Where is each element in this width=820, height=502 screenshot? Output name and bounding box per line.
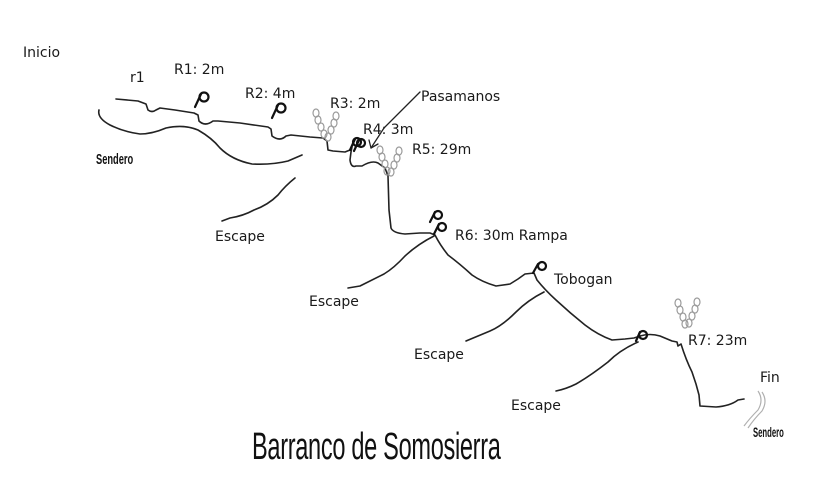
chain-anchor-icon-r3	[312, 108, 340, 142]
rappel-label-r2: R2: 4m	[245, 86, 296, 102]
piton-icon-r2	[270, 102, 287, 120]
trail-label-start: Sendero	[96, 151, 134, 168]
escape-path-1	[221, 177, 296, 222]
rappel-label-r7: R7: 23m	[688, 333, 748, 349]
escape-path-3	[465, 291, 545, 342]
end-label: Fin	[760, 370, 780, 386]
canyon-main-path	[115, 98, 745, 408]
rappel-label-r4: R4: 3m	[363, 122, 414, 138]
rappel-label-r1: R1: 2m	[174, 62, 225, 78]
trail-path-end	[743, 390, 766, 429]
escape-label-4: Escape	[511, 398, 561, 414]
chain-anchor-icon-r5	[376, 145, 403, 177]
pasamanos-arrowhead	[368, 139, 379, 149]
piton-icon-r7-approach	[634, 329, 649, 343]
rappel-label-r5: R5: 29m	[412, 142, 472, 158]
double-piton-icon-r4	[348, 136, 367, 153]
feature-label-tobogan: Tobogan	[554, 272, 613, 288]
double-piton-icon-r6	[428, 209, 448, 236]
escape-path-2	[347, 235, 435, 289]
escape-label-2: Escape	[309, 294, 359, 310]
start-label: Inicio	[23, 45, 61, 61]
rappel-label-r3: R3: 2m	[330, 96, 381, 112]
trail-label-end: Sendero	[753, 424, 784, 440]
feature-label-pasamanos: Pasamanos	[421, 89, 501, 105]
pasamanos-arrow-line	[370, 91, 421, 149]
chain-anchor-icon-r7	[674, 297, 701, 329]
escape-path-4	[555, 341, 639, 392]
rappel-label-r6: R6: 30m Rampa	[455, 228, 568, 244]
piton-icon-r1	[193, 91, 210, 109]
trail-path-start	[97, 109, 303, 165]
rappel-label-r1-small: r1	[130, 70, 145, 86]
escape-label-1: Escape	[215, 229, 265, 245]
diagram-title: Barranco de Somosierra	[252, 426, 501, 468]
piton-icon-tobogan	[531, 260, 548, 275]
escape-label-3: Escape	[414, 347, 464, 363]
